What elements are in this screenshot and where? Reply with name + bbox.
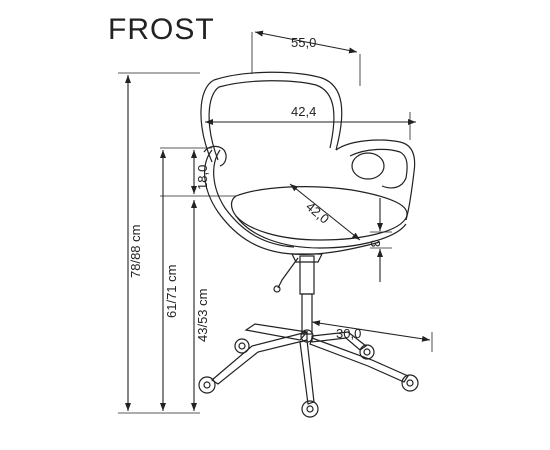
- caster-wheels: [198, 338, 419, 418]
- chair-illustration: [198, 71, 419, 418]
- product-title: FROST: [108, 13, 215, 46]
- dimension-total-height: 78/88 cm: [118, 72, 200, 414]
- height-lever: [277, 257, 299, 289]
- star-base: [211, 323, 409, 405]
- seat-thickness-label: 3: [368, 240, 383, 247]
- seat-cushion-edge: [235, 215, 407, 249]
- armrest-right-inner: [349, 148, 408, 189]
- gas-cylinder: [301, 293, 313, 335]
- dimension-seat-depth: 42,0: [289, 183, 361, 241]
- seat-width-label: 42,4: [291, 104, 316, 119]
- backrest-inner: [208, 80, 335, 161]
- armrest-floor-height-label: 61/71 cm: [164, 265, 179, 318]
- dimension-seat-height: 43/53 cm: [191, 200, 210, 411]
- mechanism: [291, 253, 323, 263]
- shell-side: [204, 149, 381, 255]
- total-height-label: 78/88 cm: [128, 225, 143, 278]
- base-radius-label: 30,0: [336, 326, 361, 341]
- shell-side-inner: [213, 149, 295, 248]
- dimension-armrest-height: 18,0: [160, 147, 236, 197]
- dimension-armrest-floor-height: 61/71 cm: [160, 150, 179, 411]
- dimension-seat-thickness: 3: [368, 198, 392, 282]
- dimension-seat-width: 42,4: [205, 104, 416, 140]
- lever-knob: [273, 285, 281, 293]
- armrest-right: [335, 139, 416, 221]
- backrest-outer: [200, 71, 343, 163]
- dimension-base-radius: 30,0: [311, 320, 433, 352]
- total-width-label: 55,0: [291, 35, 316, 50]
- dimension-total-width: 55,0: [251, 30, 361, 86]
- armrest-height-label: 18,0: [195, 165, 210, 190]
- seat-depth-label: 42,0: [303, 199, 332, 227]
- armrest-opening: [351, 152, 385, 180]
- seat-height-label: 43/53 cm: [195, 289, 210, 342]
